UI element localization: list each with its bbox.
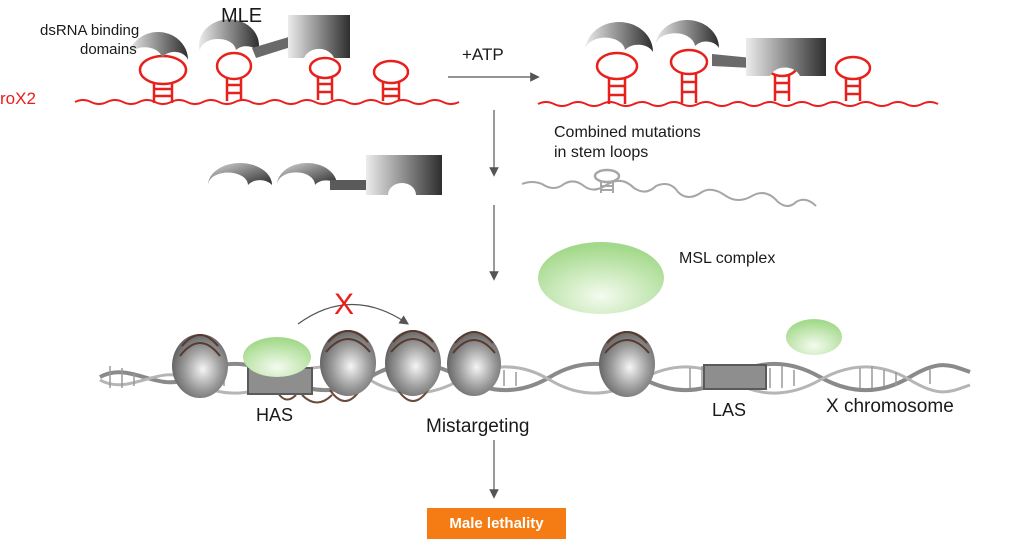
nucleosomes (172, 330, 655, 398)
mle-protein-unbound (208, 155, 442, 195)
rox2-rna-left (74, 51, 460, 105)
stem-loop (834, 55, 872, 101)
linker-dna (277, 389, 429, 404)
label-mle: MLE (221, 5, 262, 27)
label-has: HAS (256, 405, 293, 425)
stem-loop (215, 51, 253, 101)
nucleosome (447, 331, 501, 396)
label-dsrna-line1: dsRNA binding (40, 22, 139, 39)
label-x-mark: X (334, 288, 354, 321)
stem-loop (669, 48, 709, 103)
msl-complex-small (786, 319, 842, 355)
label-msl-complex: MSL complex (679, 250, 775, 267)
label-dsrna-line2: domains (80, 41, 137, 58)
label-atp: +ATP (462, 45, 504, 64)
nucleosome (172, 334, 228, 398)
stem-loop (308, 56, 342, 100)
stem-loop (372, 59, 410, 101)
label-rox2: roX2 (0, 89, 36, 108)
stem-loop (595, 51, 639, 104)
label-mutations-line2: in stem loops (554, 144, 648, 161)
stem-loop (138, 54, 188, 103)
blocked-arrow (297, 303, 410, 325)
msl-complex-free (538, 242, 664, 314)
label-mistargeting: Mistargeting (426, 416, 530, 437)
dna-helix (99, 361, 971, 395)
mle-protein-left (127, 15, 350, 60)
msl-complex-bound (243, 337, 311, 377)
label-mutations-line1: Combined mutations (554, 124, 701, 141)
nucleosome (599, 331, 655, 397)
outcome-badge: Male lethality (427, 508, 566, 539)
mle-protein-right (584, 20, 826, 76)
mutant-rox2 (521, 168, 817, 207)
label-x-chromosome: X chromosome (826, 396, 954, 417)
label-las: LAS (712, 400, 746, 420)
nucleosome (320, 330, 376, 396)
las-site (703, 364, 767, 390)
nucleosome (385, 330, 441, 396)
